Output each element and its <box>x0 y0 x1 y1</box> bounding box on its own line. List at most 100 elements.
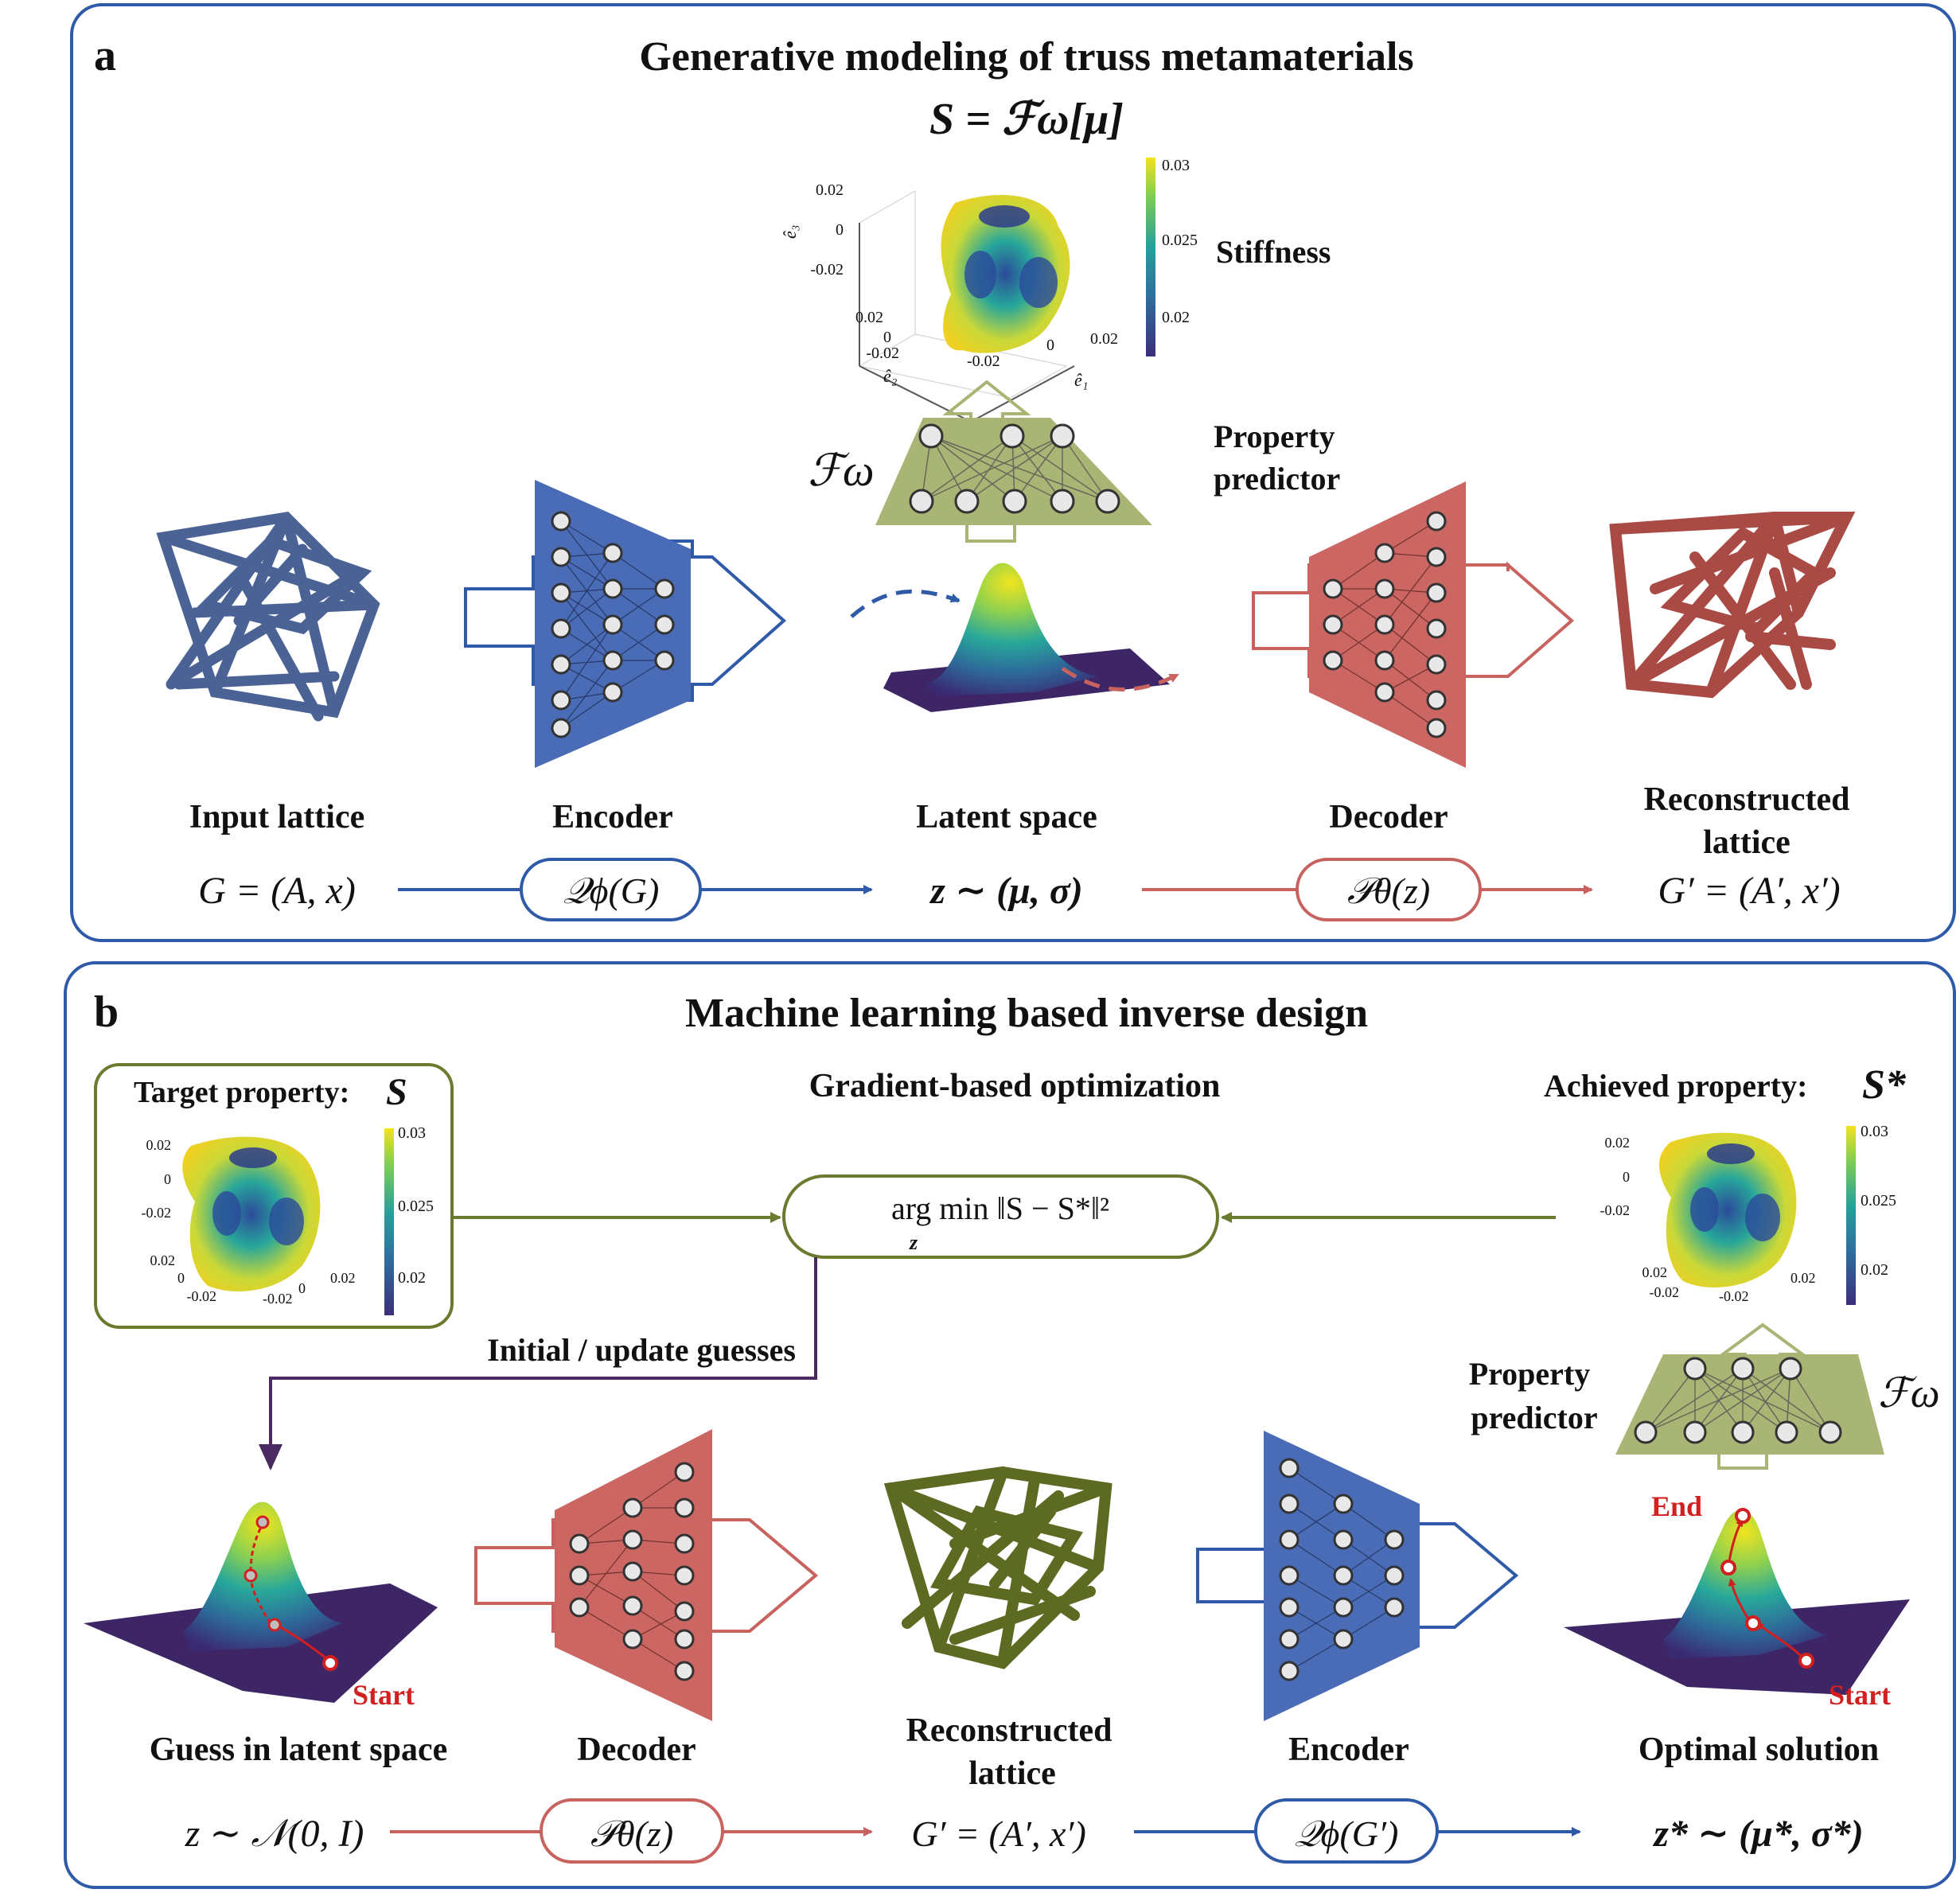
formula-latent: z ∼ (μ, σ) <box>929 870 1082 912</box>
colorbar-tick-3: 0.02 <box>1162 309 1190 326</box>
label-guess-latent: Guess in latent space <box>150 1731 448 1768</box>
panel-b-frame <box>64 961 1956 1889</box>
panel-b-letter: b <box>94 987 119 1037</box>
target-e2-tick-1: 0.02 <box>150 1252 176 1268</box>
label-reconstructed-a-1: Reconstructed <box>1644 781 1850 818</box>
target-e2-tick-3: -0.02 <box>187 1288 217 1304</box>
target-e2-tick-2: 0 <box>177 1270 185 1286</box>
label-decoder-a: Decoder <box>1329 799 1448 835</box>
e2-tick-3: -0.02 <box>866 345 899 362</box>
label-encoder-b: Encoder <box>1288 1731 1409 1768</box>
update-guess-path <box>269 1257 817 1468</box>
encoder-b <box>1196 1431 1519 1721</box>
achieved-cb-tick-1: 0.03 <box>1861 1123 1888 1140</box>
optimal-start-label: Start <box>1829 1679 1891 1711</box>
achieved-e3-tick-1: 0.02 <box>1605 1135 1631 1151</box>
e1-tick-3: 0.02 <box>1090 330 1118 348</box>
stiffness-label: Stiffness <box>1216 234 1331 270</box>
objective-box <box>782 1174 1219 1259</box>
target-e3-tick-2: 0 <box>164 1171 171 1187</box>
predictor-symbol-a: ℱω <box>808 446 875 496</box>
predictor-label-a-2: predictor <box>1214 461 1340 497</box>
guess-latent-space: Start <box>84 1502 438 1711</box>
panel-a-letter: a <box>94 31 116 80</box>
achieved-cb-tick-2: 0.025 <box>1861 1192 1896 1209</box>
e3-tick-3: -0.02 <box>810 261 844 278</box>
stiffness-surface <box>941 195 1070 353</box>
colorbar-tick-1: 0.03 <box>1162 157 1190 174</box>
latent-in-arrow <box>850 589 961 618</box>
target-e1-tick-3: 0.02 <box>330 1270 356 1286</box>
achieved-e3-tick-3: -0.02 <box>1600 1202 1631 1218</box>
e3-axis-label: ê₃ <box>780 225 800 239</box>
formula-guess: z ∼ 𝒩(0, I) <box>185 1813 364 1855</box>
target-cb-tick-2: 0.025 <box>398 1198 434 1215</box>
predictor-label-a-1: Property <box>1214 419 1335 454</box>
decoder-b <box>474 1429 819 1721</box>
label-input-lattice: Input lattice <box>189 799 365 835</box>
target-property-box: Target property: S 0.02 0 -0.02 0.02 0 -… <box>94 1063 454 1329</box>
predictor-label-b-2: predictor <box>1471 1400 1597 1435</box>
e1-tick-1: -0.02 <box>967 353 1000 370</box>
panel-a: a Generative modeling of truss metamater… <box>70 3 1956 942</box>
target-cb-tick-1: 0.03 <box>398 1124 426 1142</box>
stiffness-plot: 0.02 0 -0.02 ê₃ 0.02 0 -0.02 ê₂ -0.02 0 … <box>780 157 1331 423</box>
label-reconstructed-a-2: lattice <box>1703 824 1790 861</box>
predictor-symbol-b: ℱω <box>1878 1371 1940 1416</box>
formula-recon: G′ = (A′, x′) <box>911 1813 1086 1854</box>
colorbar <box>1146 158 1155 356</box>
e2-tick-1: 0.02 <box>855 309 883 326</box>
achieved-property: Achieved property: S* 0.02 0 -0.02 0.02 … <box>1544 1062 1907 1305</box>
achieved-cb-tick-3: 0.02 <box>1861 1261 1888 1279</box>
objective-subscript: z <box>909 1231 918 1254</box>
update-guess-label: Initial / update guesses <box>487 1332 796 1368</box>
label-decoder-b: Decoder <box>577 1731 696 1768</box>
latent-out-arrow <box>1061 666 1179 691</box>
achieved-property-symbol: S* <box>1862 1062 1907 1108</box>
e3-tick-2: 0 <box>836 221 844 239</box>
formula-decoder-a: 𝒫θ(z) <box>1347 871 1430 911</box>
label-encoder-a: Encoder <box>552 799 673 835</box>
achieved-colorbar <box>1846 1126 1856 1305</box>
achieved-e1-tick-3: 0.02 <box>1790 1270 1816 1286</box>
panel-a-title: Generative modeling of truss metamateria… <box>639 34 1413 80</box>
achieved-e1-tick-1: -0.02 <box>1719 1288 1749 1304</box>
optimization-label: Gradient-based optimization <box>809 1068 1221 1104</box>
target-property-symbol: S <box>386 1071 407 1113</box>
formula-input: G = (A, x) <box>198 870 356 912</box>
e2-tick-2: 0 <box>883 329 891 346</box>
label-reconstructed-b-2: lattice <box>968 1755 1056 1792</box>
latent-peak-a <box>923 563 1098 696</box>
reconstructed-lattice-a <box>1609 512 1856 699</box>
target-e1-tick-2: 0 <box>298 1280 306 1296</box>
target-colorbar <box>384 1128 394 1315</box>
target-e3-tick-3: -0.02 <box>142 1205 172 1221</box>
formula-decoder-b: 𝒫θ(z) <box>590 1813 673 1854</box>
formula-encoder-a: 𝒬ϕ(G) <box>563 871 660 911</box>
e1-axis-label: ê₁ <box>1074 370 1088 390</box>
formula-optimal: z* ∼ (μ*, σ*) <box>1652 1813 1863 1855</box>
optimal-latent-space: End Start <box>1564 1490 1910 1711</box>
formula-output: G′ = (A′, x′) <box>1658 870 1840 912</box>
formula-encoder-b: 𝒬ϕ(G′) <box>1295 1813 1399 1854</box>
target-e1-tick-1: -0.02 <box>263 1291 293 1307</box>
achieved-e2-tick-3: -0.02 <box>1650 1284 1680 1300</box>
objective-formula: arg min ‖S − S*‖² <box>891 1190 1109 1226</box>
achieved-e2-tick-1: 0.02 <box>1642 1264 1668 1280</box>
property-predictor-b: Property predictor ℱω <box>1469 1322 1940 1470</box>
panel-b-title: Machine learning based inverse design <box>685 991 1368 1036</box>
achieved-property-label: Achieved property: <box>1544 1068 1807 1104</box>
panel-a-frame <box>70 3 1956 942</box>
guess-start-label: Start <box>353 1679 415 1711</box>
target-cb-tick-3: 0.02 <box>398 1269 426 1287</box>
label-latent-space: Latent space <box>916 799 1097 835</box>
target-property-label: Target property: <box>134 1076 349 1109</box>
colorbar-tick-2: 0.025 <box>1162 232 1198 249</box>
target-e3-tick-1: 0.02 <box>146 1137 172 1153</box>
decoder-a <box>1252 481 1575 768</box>
latent-space-a <box>850 563 1179 712</box>
predictor-label-b-1: Property <box>1469 1356 1591 1392</box>
e3-tick-1: 0.02 <box>816 181 844 199</box>
encoder-a <box>464 480 787 768</box>
